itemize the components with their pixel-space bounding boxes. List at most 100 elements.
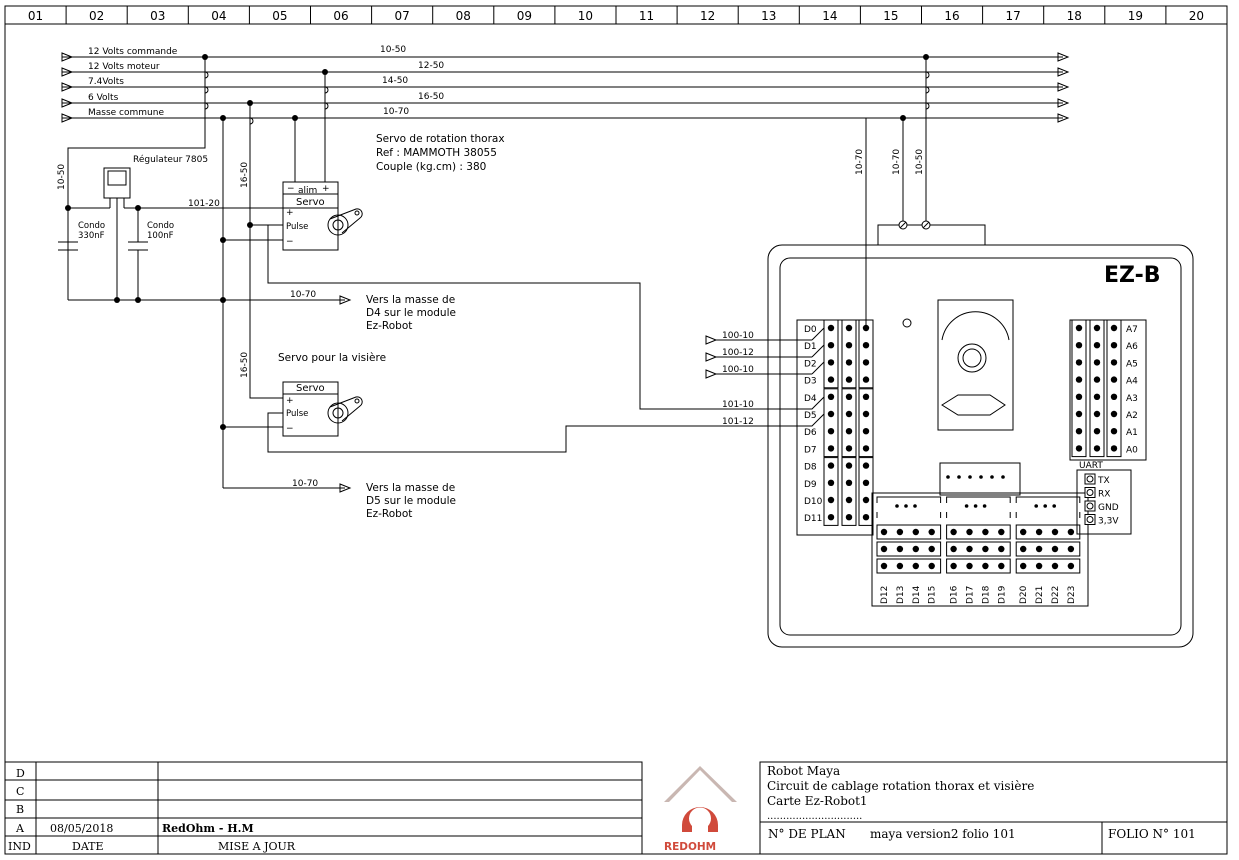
pin-label-d15: D15 — [928, 586, 938, 604]
pin-dot — [845, 514, 853, 521]
pin-dot — [845, 393, 853, 400]
column-number: 14 — [822, 9, 837, 23]
bus-label-6v: 6 Volts — [88, 93, 119, 103]
pin-label-d13: D13 — [896, 586, 906, 604]
uart-label-3: 3,3V — [1098, 517, 1119, 527]
column-number: 04 — [211, 9, 226, 23]
pin-group-box — [1015, 541, 1081, 557]
pin-dot — [862, 428, 870, 435]
rev-ind-c: C — [16, 785, 24, 798]
revision-table — [4, 761, 643, 855]
column-number: 05 — [272, 9, 287, 23]
pin-dot — [862, 462, 870, 469]
pin-label-d16: D16 — [950, 585, 960, 604]
pin-dot — [1075, 324, 1083, 332]
pin-dot — [827, 445, 835, 452]
ezb-uart-title: UART — [1079, 461, 1103, 471]
pin-dot — [998, 562, 1005, 570]
ezb-input-arrows — [705, 327, 825, 379]
pin-dot — [845, 324, 853, 332]
uart-label-1: RX — [1098, 490, 1110, 500]
pin-dot — [862, 342, 870, 349]
column-number: 08 — [456, 9, 471, 23]
pin-dot — [1035, 545, 1043, 553]
bus-ref-masse: 10-70 — [383, 107, 409, 117]
pin-dot — [1093, 445, 1101, 452]
pin-dot — [896, 562, 904, 570]
servo1-pin-plus: + — [286, 208, 294, 218]
pin-dot — [1093, 359, 1101, 366]
pin-dot — [968, 475, 972, 479]
cap2-name: Condo — [147, 221, 174, 231]
pin-dot — [880, 562, 888, 570]
pin-group-box — [946, 524, 1011, 540]
cap2-value: 100nF — [147, 231, 174, 241]
pin-dot — [912, 528, 919, 536]
pin-dot — [1075, 428, 1083, 435]
rev-header-update: MISE A JOUR — [218, 840, 296, 853]
servo1-note-1: Servo de rotation thorax — [376, 133, 505, 145]
pin-dot — [845, 428, 853, 435]
pin-dot — [896, 528, 904, 536]
ezb-output-ref-1: 101-12 — [722, 417, 754, 427]
ezb-output-ref-0: 101-10 — [722, 400, 754, 410]
servo2-title: Servo — [296, 383, 325, 394]
pin-dot — [862, 359, 870, 366]
uart-pin-hole — [1086, 475, 1094, 483]
pin-group-box — [1015, 524, 1081, 540]
pin-group-box — [841, 457, 857, 526]
pin-dot — [998, 545, 1005, 553]
ezb-input-ref-2: 100-10 — [722, 365, 754, 375]
pin-dot — [862, 479, 870, 486]
column-number: 13 — [761, 9, 776, 23]
pin-dot — [1075, 445, 1083, 452]
bus-label-12v-commande: 12 Volts commande — [88, 47, 178, 57]
pin-dot — [845, 376, 853, 383]
rev-date-a: 08/05/2018 — [50, 822, 113, 835]
uart-label-2: GND — [1098, 503, 1119, 513]
vref-16-50-servo2: 16-50 — [240, 352, 250, 378]
pin-group-box — [1089, 319, 1105, 458]
pin-dot — [1020, 545, 1027, 553]
pin-group-box — [823, 319, 839, 389]
connector-outline — [876, 496, 942, 503]
pin-dot — [1067, 545, 1075, 553]
pin-label-d1: D1 — [804, 342, 817, 352]
ground1-line2: D4 sur le module — [366, 307, 456, 319]
pin-group-box — [876, 524, 942, 540]
pin-dot — [862, 496, 870, 504]
pin-dot — [862, 410, 870, 418]
column-number: 01 — [28, 9, 43, 23]
servo1-alim-label: alim — [298, 186, 317, 196]
pin-dot — [928, 528, 935, 536]
bus-label-7v4: 7.4Volts — [88, 77, 124, 87]
pin-label-d19: D19 — [997, 585, 1007, 604]
pin-dot — [827, 393, 835, 400]
bus-ref-7v4: 14-50 — [382, 76, 408, 86]
column-number: 16 — [944, 9, 959, 23]
vref-10-70-ezb-a: 10-70 — [855, 149, 865, 175]
pin-dot — [862, 445, 870, 452]
pin-dot — [912, 562, 919, 570]
rev-ind-d: D — [16, 767, 25, 780]
ezb-input-ref-0: 100-10 — [722, 331, 754, 341]
ezb-board — [767, 244, 1194, 648]
pin-dot — [845, 342, 853, 349]
pin-dot — [845, 359, 853, 366]
column-number: 03 — [150, 9, 165, 23]
pin-label-d18: D18 — [981, 585, 991, 604]
vref-10-50-left: 10-50 — [57, 164, 67, 190]
pin-dot — [1110, 393, 1118, 400]
pin-dot — [1110, 428, 1118, 435]
column-number: 10 — [578, 9, 593, 23]
left-power-wiring — [58, 57, 345, 489]
ground1-line1: Vers la masse de — [366, 294, 455, 306]
uart-pin — [1084, 487, 1096, 498]
connector-outline — [946, 512, 1011, 518]
pin-dot — [896, 545, 904, 553]
pin-label-d10: D10 — [804, 497, 823, 507]
pin-dot — [928, 545, 935, 553]
vref-10-70-ezb-b: 10-70 — [892, 149, 902, 175]
